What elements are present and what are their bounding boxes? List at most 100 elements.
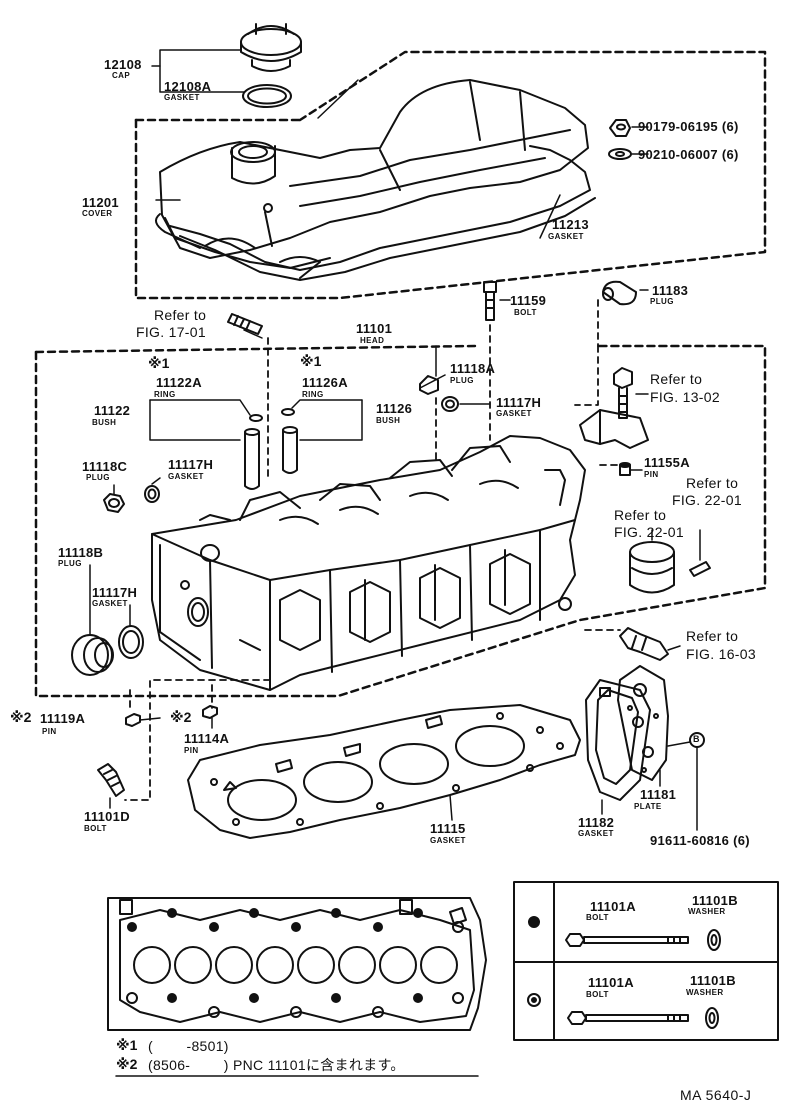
bolt-pattern-dots: [127, 908, 423, 1003]
bush-11122-part-number: 11122: [94, 403, 131, 418]
gasket-11117h-mid-part-number: 11117H: [168, 457, 214, 472]
pin-11119a: [125, 713, 141, 727]
ring-11122a-part-name: RING: [154, 390, 176, 399]
plug-11118b-part-number: 11118B: [58, 545, 104, 560]
cover-nut: [609, 119, 631, 137]
gasket-11117h-mid: [144, 485, 160, 503]
head-gasket-part-name: GASKET: [430, 836, 466, 845]
ring-11122a-part-number: 11122A: [156, 375, 202, 390]
plate-bolt-part-number: 91611-60816 (6): [650, 833, 750, 848]
bolt-table-row2-bolt-nm: BOLT: [586, 990, 609, 999]
cam-bearing-cap: [579, 409, 649, 449]
head-leaders: [89, 289, 701, 831]
refer-22-01-b-line1: Refer to: [614, 507, 667, 523]
refer-22-01-a-line2: FIG. 22-01: [672, 492, 742, 508]
cover-gasket-part-name: GASKET: [548, 232, 584, 241]
bolt-11159-part-number: 11159: [510, 293, 547, 308]
gasket-11117h-low: [118, 625, 144, 659]
cap-gasket-ring: [242, 84, 292, 108]
ring-11122a: [249, 414, 263, 422]
cap-part-number: 12108: [104, 57, 142, 72]
gasket-11117h-low-part-name: GASKET: [92, 599, 128, 608]
bolt-13-02: [613, 367, 633, 419]
plate-part-number: 11181: [640, 787, 677, 802]
pin-22-01: [689, 561, 711, 577]
plate-gasket-part-number: 11182: [578, 815, 615, 830]
footnote1-text: ( -8501): [148, 1038, 229, 1054]
bush-11126-part-number: 11126: [376, 401, 413, 416]
bolt-11101d: [97, 763, 125, 797]
head-dash-leaders: [124, 299, 621, 801]
bolt-table-bolt-2: [567, 1011, 689, 1025]
footnote2-marker: ※2: [116, 1056, 138, 1072]
note1-marker-left: ※1: [148, 355, 170, 371]
pin-11119a-part-number: 11119A: [40, 711, 86, 726]
cover-part-number: 11201: [82, 195, 119, 210]
cover-nut-part-number: 90179-06195 (6): [638, 119, 739, 134]
plate-gasket-part-name: GASKET: [578, 829, 614, 838]
cap-part-name: CAP: [112, 71, 131, 80]
bolt-table-row1-washer-pn: 11101B: [692, 893, 738, 908]
plug-11118a-part-number: 11118A: [450, 361, 496, 376]
head-part-number: 11101: [356, 321, 393, 336]
gasket-11117h-top-part-number: 11117H: [496, 395, 542, 410]
plug-11183-part-number: 11183: [652, 283, 689, 298]
bolt-table-washer-2: [705, 1007, 719, 1029]
bush-11126: [282, 426, 298, 474]
sensor-16-03: [619, 627, 669, 661]
plug-11183-part-name: PLUG: [650, 297, 674, 306]
bolt-table-row2-bolt-pn: 11101A: [588, 975, 634, 990]
ring-11126a-part-name: RING: [302, 390, 324, 399]
figure-code: MA 5640-J: [680, 1087, 752, 1103]
bolt-pattern-rings: [126, 921, 464, 1018]
bolt-11101d-part-number: 11101D: [84, 809, 130, 824]
cap-gasket-part-number: 12108A: [164, 79, 212, 94]
bolt-table-bolt-1: [565, 933, 689, 947]
plug-11118a-part-name: PLUG: [450, 376, 474, 385]
bolt-table-row2-washer-pn: 11101B: [690, 973, 736, 988]
plug-11118c-part-name: PLUG: [86, 473, 110, 482]
bolt-table-row1-washer-nm: WASHER: [688, 907, 726, 916]
refer-22-01-a-line1: Refer to: [686, 475, 739, 491]
gasket-11117h-low-part-number: 11117H: [92, 585, 138, 600]
bolt-table-row2-washer-nm: WASHER: [686, 988, 724, 997]
refer-17-01-line2: FIG. 17-01: [136, 324, 206, 340]
head-gasket-part-number: 11115: [430, 821, 466, 836]
gasket-11117h-mid-part-name: GASKET: [168, 472, 204, 481]
bush-brackets: [149, 399, 363, 441]
cover-washer: [608, 148, 632, 160]
plate-part-name: PLATE: [634, 802, 662, 811]
pin-11114a: [202, 705, 218, 719]
bolt-table-symbols: [527, 916, 541, 1007]
gasket-11117h-top-part-name: GASKET: [496, 409, 532, 418]
ring-11126a-part-number: 11126A: [302, 375, 348, 390]
bolt-table-washer-1: [707, 929, 721, 951]
bush-11122: [244, 428, 260, 490]
head-group-box: [34, 344, 767, 698]
refer-16-03-line2: FIG. 16-03: [686, 646, 756, 662]
pin-11114a-part-name: PIN: [184, 746, 199, 755]
footnote2-text: (8506- ) PNC 11101に含まれます。: [148, 1057, 405, 1073]
plug-11118a: [419, 375, 439, 395]
pin-11155a-part-name: PIN: [644, 470, 659, 479]
cover-gasket-part-number: 11213: [552, 217, 589, 232]
refer-13-02-line2: FIG. 13-02: [650, 389, 720, 405]
plate-gasket: [585, 679, 651, 801]
bolt-pattern-diagram: [107, 897, 487, 1031]
bolt-table-row1-bolt-nm: BOLT: [586, 913, 609, 922]
refer-16-03-line1: Refer to: [686, 628, 739, 644]
pin-11155a: [619, 462, 631, 476]
ring-11126a: [281, 408, 295, 416]
cover-group-box: [134, 50, 767, 300]
head-part-name: HEAD: [360, 336, 385, 345]
plug-11118b-part-name: PLUG: [58, 559, 82, 568]
cover-leaders: [151, 49, 649, 239]
refer-13-02-line1: Refer to: [650, 371, 703, 387]
gasket-11117h-top: [441, 396, 459, 412]
refer-17-01-line1: Refer to: [154, 307, 207, 323]
plate-bolt-marker-letter: B: [693, 734, 700, 744]
bolt-11159: [483, 281, 497, 321]
bolt-table-row1-bolt-pn: 11101A: [590, 899, 636, 914]
bolt-11159-part-name: BOLT: [514, 308, 537, 317]
